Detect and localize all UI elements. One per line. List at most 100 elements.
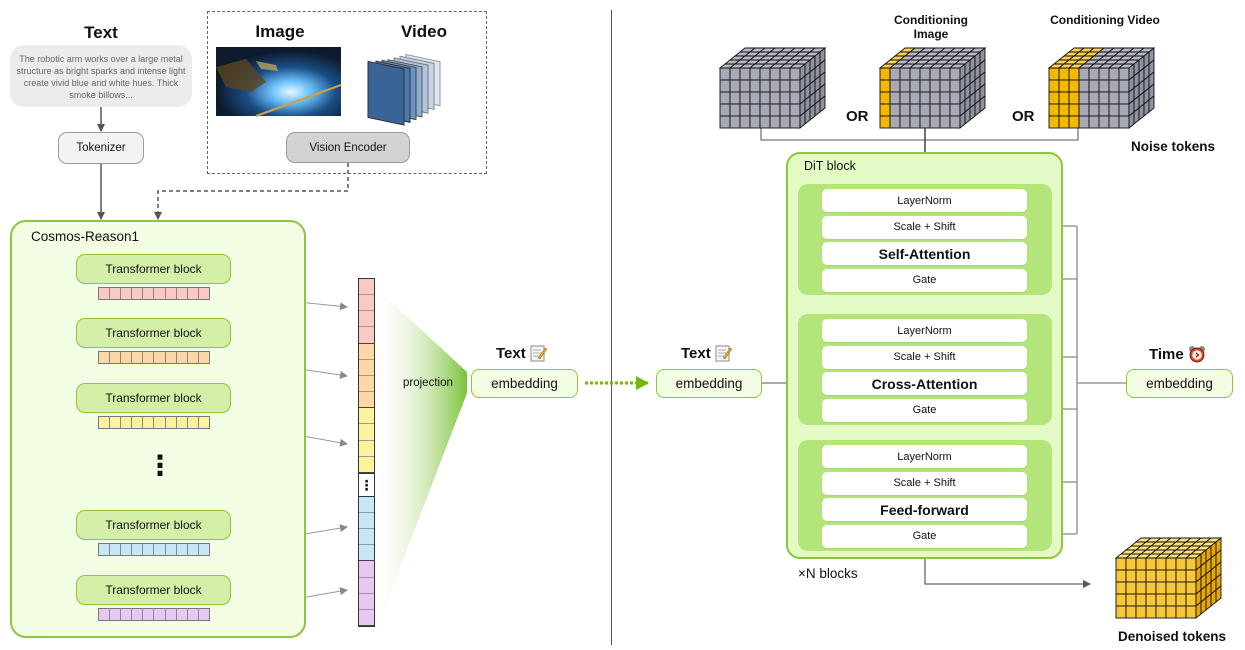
token-cell <box>143 609 155 620</box>
cube-cell <box>1078 103 1090 117</box>
tokenizer-box: Tokenizer <box>58 132 144 164</box>
cube-cell <box>1165 593 1177 607</box>
cube-cell <box>1108 79 1120 93</box>
token-cell <box>198 288 209 299</box>
column-cell <box>359 392 374 408</box>
token-cell <box>99 544 111 555</box>
column-ellipsis: ⋮ <box>359 472 374 497</box>
cube-cell <box>1165 605 1177 619</box>
cube-cell <box>1135 557 1147 571</box>
cube-cell <box>1175 569 1187 583</box>
cube-cell <box>769 103 781 117</box>
token-cell <box>198 352 209 363</box>
cube-cell <box>729 103 741 117</box>
cube-cell <box>879 79 891 93</box>
token-cell <box>110 544 122 555</box>
cube-cell <box>1155 557 1167 571</box>
cube-cell <box>909 67 921 81</box>
cube-cell <box>719 79 731 93</box>
cube-cell <box>1098 103 1110 117</box>
cube-cell <box>949 103 961 117</box>
time-embedding-box: embedding <box>1126 369 1233 398</box>
text-input-title: Text <box>84 23 118 42</box>
cube-cell <box>1135 569 1147 583</box>
cube-cell <box>1155 569 1167 583</box>
cube-cell <box>789 115 801 129</box>
cube-cell <box>1118 91 1130 105</box>
cube-cell <box>739 67 751 81</box>
cube-cell <box>909 79 921 93</box>
cube-cell <box>1175 593 1187 607</box>
token-cell <box>154 352 166 363</box>
cube-cell <box>789 79 801 93</box>
cube-cell <box>929 79 941 93</box>
token-cell <box>132 609 144 620</box>
cube-cell <box>929 103 941 117</box>
cube-cell <box>739 103 751 117</box>
token-cell <box>132 352 144 363</box>
column-segment <box>359 279 374 344</box>
cube-cell <box>889 115 901 129</box>
cube-cell <box>769 79 781 93</box>
cube-cell <box>1108 67 1120 81</box>
cube-cell <box>759 103 771 117</box>
cube-cell <box>1165 569 1177 583</box>
cube-cell <box>939 103 951 117</box>
cube-cell <box>1058 91 1070 105</box>
cube-cell <box>759 67 771 81</box>
arrow-vision-to-reasoner <box>154 163 349 220</box>
token-cell <box>121 417 133 428</box>
cube-cell <box>1125 557 1137 571</box>
cube-cell <box>1058 67 1070 81</box>
cube-cell <box>889 91 901 105</box>
cube-cell <box>719 115 731 129</box>
column-cell <box>359 375 374 393</box>
cube-cell <box>1058 79 1070 93</box>
cube-cell <box>939 79 951 93</box>
cube-cell <box>1155 593 1167 607</box>
cube-cell <box>1148 95 1155 113</box>
token-cell <box>176 609 188 620</box>
cube-cell <box>949 79 961 93</box>
text-prompt-bubble: The robotic arm works over a large metal… <box>10 45 192 107</box>
projection-label: projection <box>403 377 453 389</box>
or-label-1: OR <box>846 108 869 125</box>
cube-cell <box>1185 605 1197 619</box>
cube-cell <box>1125 593 1137 607</box>
transformer-ellipsis: ⋮ <box>146 450 174 481</box>
cube-cell <box>899 103 911 117</box>
cube-cell <box>1098 79 1110 93</box>
token-cell <box>187 288 199 299</box>
cube-cell <box>1068 115 1080 129</box>
cube-cell <box>1145 605 1157 619</box>
cube-cell <box>1118 115 1130 129</box>
cube-cell <box>1125 569 1137 583</box>
token-cell <box>176 544 188 555</box>
column-segment <box>359 496 374 562</box>
left-text-embedding-title: Text <box>496 345 548 362</box>
image-title: Image <box>255 22 305 41</box>
cube-cell <box>719 67 731 81</box>
cube-cell <box>909 91 921 105</box>
cube-cell <box>879 115 891 129</box>
cube-cell <box>1125 605 1137 619</box>
cube-cell <box>1048 67 1060 81</box>
repeat-label: ×N blocks <box>798 566 858 581</box>
noise-tokens-label: Noise tokens <box>1131 139 1216 154</box>
cube-cell <box>1215 585 1222 603</box>
cube-cell <box>899 79 911 93</box>
welding-image <box>216 47 342 117</box>
denoised-tokens-label: Denoised tokens <box>1118 629 1227 644</box>
column-cell <box>359 440 374 457</box>
cube-cell <box>729 91 741 105</box>
cube-cell <box>1098 115 1110 129</box>
column-cell <box>359 279 374 296</box>
cube-cell <box>879 67 891 81</box>
cube-cell <box>929 115 941 129</box>
cube-cell <box>879 103 891 117</box>
dit-row-gate: Gate <box>822 524 1027 548</box>
cube-cell <box>899 67 911 81</box>
column-cell <box>359 545 374 561</box>
cube-cell <box>949 67 961 81</box>
token-cell <box>165 417 177 428</box>
